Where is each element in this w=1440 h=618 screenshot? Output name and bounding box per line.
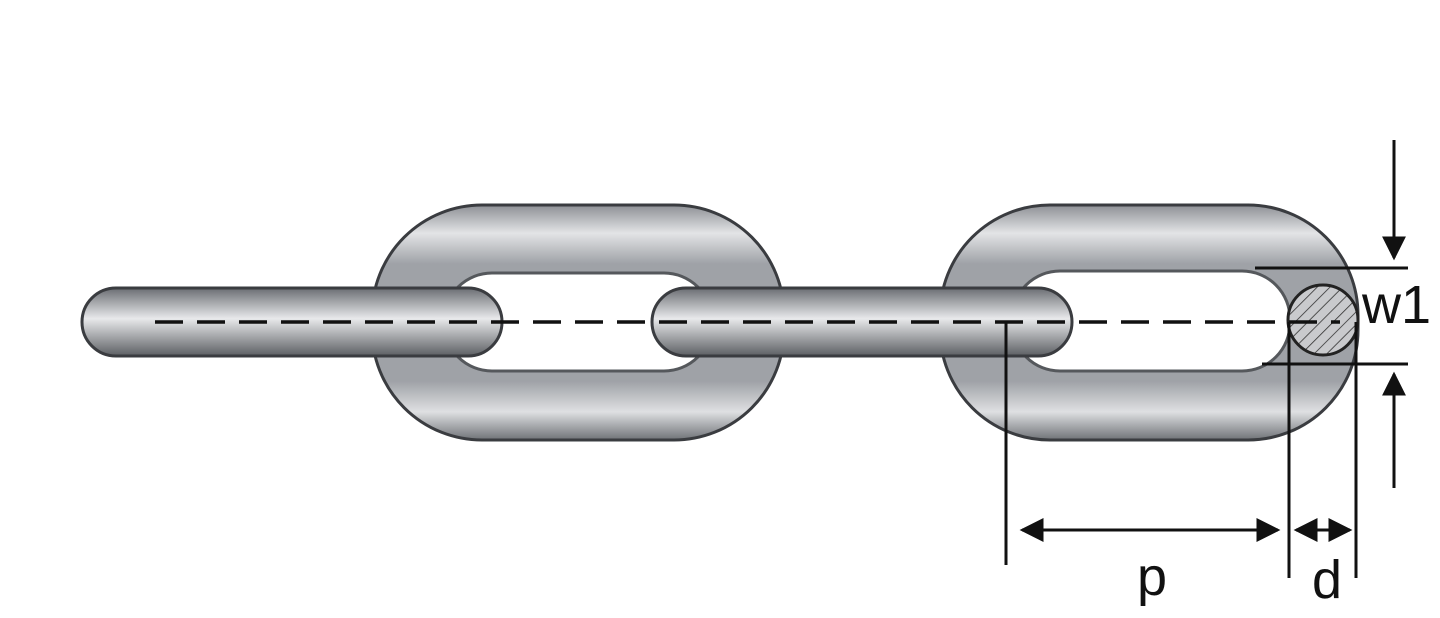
width-dimension [1255,140,1408,488]
chain-link-side-2 [650,286,1074,358]
diameter-label: d [1312,550,1342,610]
pitch-label: p [1137,547,1167,607]
wire-cross-section [1286,283,1360,357]
width-label: w1 [1361,275,1431,335]
